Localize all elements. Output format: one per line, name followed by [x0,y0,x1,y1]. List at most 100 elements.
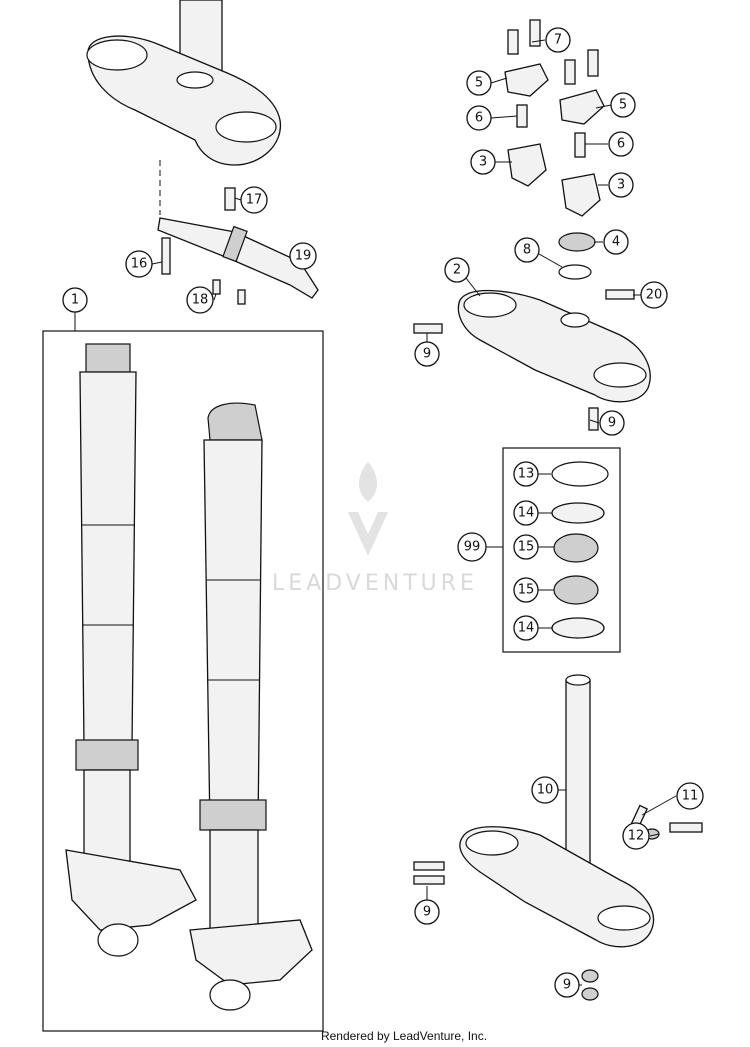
bolt-9b-part [588,407,599,431]
svg-text:18: 18 [192,293,209,308]
svg-text:16: 16 [131,257,148,272]
svg-text:20: 20 [646,288,663,303]
bolt-18a-part [212,279,221,295]
bolt-5a-part [564,59,576,85]
svg-text:3: 3 [479,155,487,170]
callout-19: 19 [289,242,317,270]
left-fork-leg [65,343,197,957]
right-fork-cap [207,402,263,441]
bearing-kit-parts [551,461,609,639]
callout-15-bottom: 15 [513,577,539,603]
clamp-5-right [559,89,605,125]
callout-4: 4 [603,229,629,255]
bolt-9c-part [413,861,445,871]
bolt-20-part [605,289,635,300]
callout-5-left: 5 [466,70,492,96]
bolt-18b-part [237,289,246,305]
bearing-15b-part [553,575,599,605]
top-clamp-assembly [413,232,651,431]
left-fork-slider [83,769,131,871]
bearing-kit-box [502,447,621,653]
callout-18: 18 [186,286,214,314]
steering-stem-10-part [565,679,591,876]
left-axle-bore [97,923,139,957]
callout-9-bottom-right: 9 [554,972,580,998]
bolt-6a-part [516,104,528,128]
svg-text:5: 5 [619,98,627,113]
callout-14-top: 14 [513,500,539,526]
right-fork-leg [189,402,313,1011]
svg-text:14: 14 [518,621,535,636]
callout-13: 13 [513,461,539,487]
callout-9-top-left: 9 [414,341,440,367]
svg-text:2: 2 [453,263,461,278]
right-fork-seal [199,799,267,831]
top-bore-left [463,292,517,318]
bolt-16-part [161,237,171,275]
callout-16: 16 [125,250,153,278]
fork-bore-left [86,39,148,71]
fork-assembly-box [42,330,324,1032]
svg-text:9: 9 [423,347,431,362]
bearing-15a-part [553,533,599,563]
bottom-bore-left [465,830,519,856]
watermark: LEADVENTURE [272,462,478,596]
right-fork-tube [203,439,263,831]
lower-triple-clamp-assembly [413,674,703,1001]
svg-text:99: 99 [464,540,481,555]
footer-credit: Rendered by LeadVenture, Inc. [321,1029,487,1043]
callout-2: 2 [444,257,470,283]
damper-clamp [222,225,248,263]
callout-6-left: 6 [466,105,492,131]
bolt-9a-part [413,323,443,334]
callout-3-right: 3 [608,172,634,198]
svg-text:10: 10 [537,783,554,798]
svg-text:9: 9 [563,978,571,993]
left-fork-foot [65,849,197,931]
svg-text:3: 3 [617,178,625,193]
svg-text:15: 15 [518,540,535,555]
washer-8-part [558,264,592,280]
svg-text:7: 7 [554,33,562,48]
callout-11: 11 [676,782,704,810]
top-bore-center [560,312,590,328]
callout-17: 17 [240,186,268,214]
svg-text:14: 14 [518,506,535,521]
bolt-7b-part [529,19,541,47]
bolt-9d-part [413,875,445,885]
callout-14-bottom: 14 [513,615,539,641]
svg-text:9: 9 [423,905,431,920]
fork-bore-right [215,111,277,143]
callout-5-right: 5 [610,92,636,118]
callout-99: 99 [457,532,487,562]
svg-text:9: 9 [608,416,616,431]
top-bore-right [593,362,647,388]
bottom-bore-right [597,905,651,931]
bolt-17-part [224,187,236,211]
right-fork-foot [189,919,313,986]
svg-text:13: 13 [518,467,535,482]
left-fork-tube [79,371,137,746]
svg-text:12: 12 [628,829,645,844]
callout-6-right: 6 [608,131,634,157]
svg-text:17: 17 [246,193,263,208]
clamp-3-right [561,173,601,217]
nut-9f-part [581,987,599,1001]
callout-15-top: 15 [513,534,539,560]
svg-text:11: 11 [682,789,699,804]
seal-13-part [551,461,609,487]
bolt-12-part [669,822,703,833]
svg-text:6: 6 [475,111,483,126]
bolt-6b-part [574,132,586,158]
svg-text:19: 19 [295,249,312,264]
svg-text:4: 4 [612,235,620,250]
bolt-7a-part [507,29,519,55]
upper-triple-clamp-assembly [86,0,319,305]
stem-top [565,674,591,686]
svg-text:1: 1 [71,293,79,308]
watermark-text: LEADVENTURE [272,571,478,596]
handlebar-clamp-parts [504,19,605,217]
clamp-3-left [507,143,547,187]
callout-1: 1 [62,287,88,313]
